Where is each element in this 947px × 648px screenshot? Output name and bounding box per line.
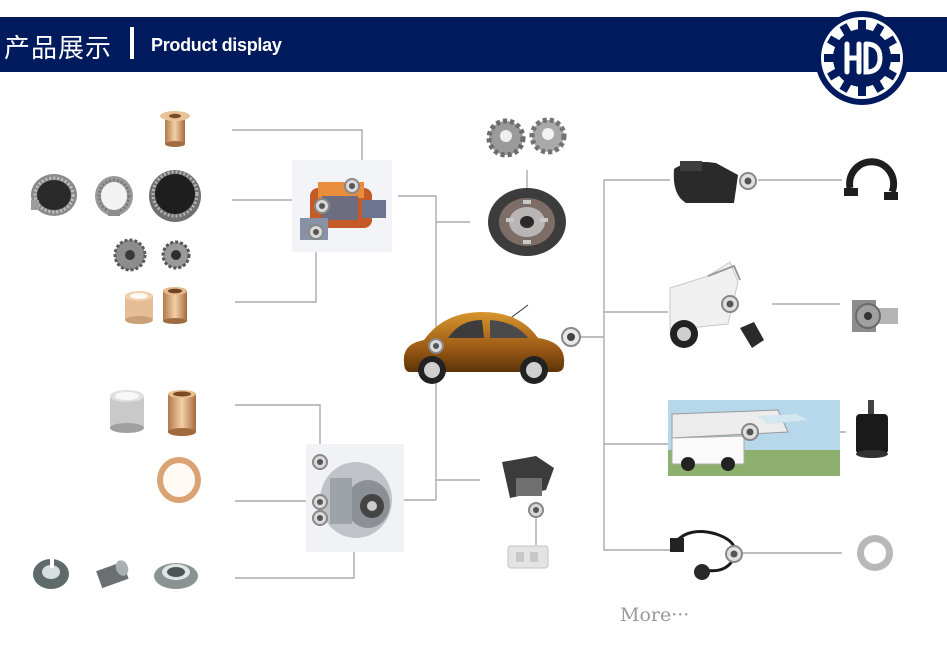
car-image — [403, 304, 565, 384]
clutch-disc-icon — [488, 188, 566, 256]
spur-gear-icon — [113, 238, 147, 272]
page-title-en: Product display — [151, 35, 282, 55]
steering-switch-icon — [673, 161, 757, 203]
steel-washer-icon — [857, 535, 893, 571]
suv-tailgate-image — [668, 258, 772, 354]
more-link[interactable]: More··· — [620, 604, 690, 626]
car-connector-node-icon — [561, 327, 581, 347]
starter-motor-image — [292, 160, 392, 252]
steel-tube-icon — [96, 560, 129, 589]
copper-ring-icon — [157, 457, 201, 503]
alternator-image — [306, 444, 404, 552]
page-title-cn: 产品展示 — [4, 34, 113, 64]
copper-flange-bushing-icon — [160, 111, 190, 147]
plastic-socket-icon — [507, 545, 549, 569]
knock-sensor-cable-icon — [670, 530, 743, 580]
steel-flange-ring-icon — [154, 563, 198, 589]
steel-sleeve-icon — [110, 390, 144, 433]
ring-gear-housing-icon — [149, 170, 201, 222]
pinion-gear-icon — [161, 240, 191, 270]
title-separator — [130, 27, 134, 59]
header-bar: 产品展示 Product display — [0, 11, 947, 105]
rv-awning-image — [668, 400, 840, 476]
split-bushing-icon — [33, 558, 69, 589]
splined-hub-icon — [486, 117, 567, 158]
ring-gear-small-icon — [95, 176, 133, 216]
ring-gear-icon — [31, 174, 77, 216]
awning-motor-icon — [856, 400, 888, 458]
tailgate-actuator-icon — [852, 300, 898, 332]
copper-sleeve-icon — [125, 291, 153, 324]
headlamp-switch-icon — [502, 456, 554, 518]
bronze-sleeve-icon — [168, 390, 196, 436]
company-logo — [815, 11, 909, 105]
clip-ring-icon — [844, 158, 898, 200]
copper-bushing-icon — [163, 287, 187, 324]
